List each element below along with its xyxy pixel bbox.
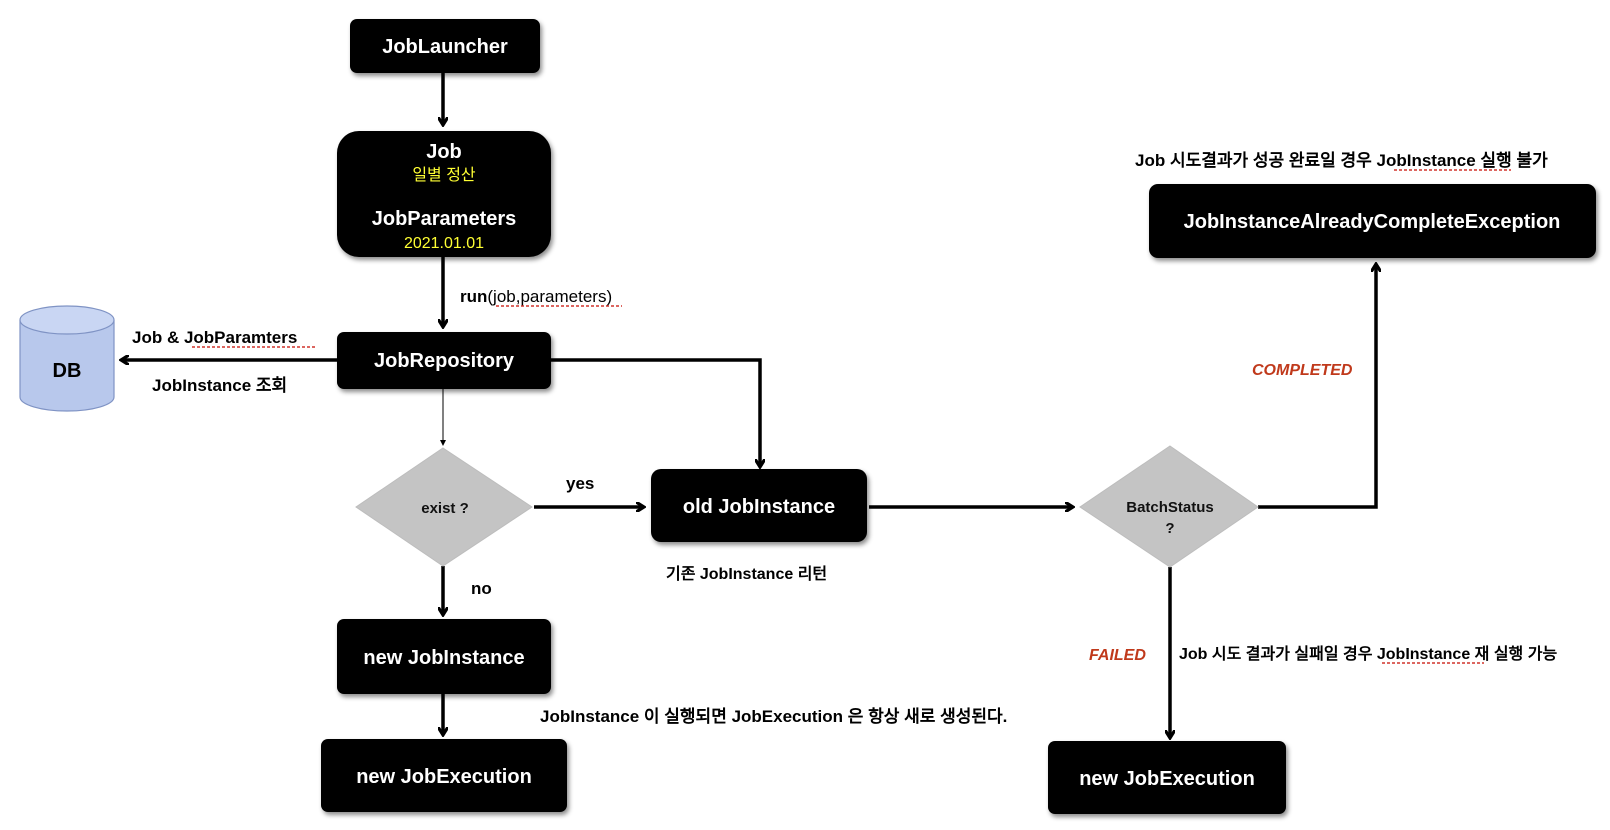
batch-status-label-line2: ?: [1165, 520, 1174, 537]
run-label-args: (job,parameters): [487, 287, 612, 306]
db-label: DB: [53, 360, 82, 382]
old-job-instance-label: old JobInstance: [683, 496, 835, 518]
job-launcher-label: JobLauncher: [382, 36, 508, 58]
node-new-job-execution-right: new JobExecution: [1048, 741, 1286, 814]
node-job-repository: JobRepository: [337, 332, 551, 389]
exist-decision-label: exist ?: [421, 500, 469, 517]
node-job: Job 일별 정산 JobParameters 2021.01.01: [337, 131, 551, 257]
db-query-label-top: Job & JobParamters: [132, 328, 297, 347]
batch-status-label-line1: BatchStatus: [1126, 499, 1214, 516]
decision-batch-status: BatchStatus ?: [1079, 445, 1259, 568]
decision-exist: exist ?: [355, 447, 533, 567]
job-subtitle: 일별 정산: [412, 166, 476, 184]
completed-status-label: COMPLETED: [1252, 362, 1353, 379]
edge-status-completed: [1258, 265, 1376, 509]
db-cylinder: DB: [19, 305, 115, 412]
node-old-job-instance: old JobInstance: [651, 469, 867, 542]
always-new-execution-label: JobInstance 이 실행되면 JobExecution 은 항상 새로 …: [540, 706, 1007, 726]
node-new-job-instance: new JobInstance: [337, 619, 551, 694]
job-title: Job: [426, 141, 462, 163]
new-job-execution-right-label: new JobExecution: [1079, 768, 1255, 790]
job-repository-label: JobRepository: [374, 350, 515, 372]
node-new-job-execution-left: new JobExecution: [321, 739, 567, 812]
job-parameters-title: JobParameters: [372, 208, 517, 230]
already-complete-exception-label: JobInstanceAlreadyCompleteException: [1184, 211, 1561, 233]
return-existing-label: 기존 JobInstance 리턴: [666, 565, 827, 583]
failed-status-label: FAILED: [1089, 647, 1146, 664]
node-already-complete-exception: JobInstanceAlreadyCompleteException: [1149, 184, 1596, 258]
cannot-rerun-label: Job 시도결과가 성공 완료일 경우 JobInstance 실행 불가: [1135, 151, 1548, 170]
edge-repository-to-old-instance: [551, 358, 760, 466]
yes-label: yes: [566, 474, 594, 493]
new-job-execution-left-label: new JobExecution: [356, 766, 532, 788]
db-query-label-bottom: JobInstance 조회: [152, 376, 287, 395]
can-rerun-label: Job 시도 결과가 실패일 경우 JobInstance 재 실행 가능: [1179, 644, 1557, 663]
job-parameters-value: 2021.01.01: [404, 235, 484, 252]
node-job-launcher: JobLauncher: [350, 19, 540, 73]
run-label-prefix: run: [460, 287, 487, 306]
new-job-instance-label: new JobInstance: [363, 647, 524, 669]
run-label: run(job,parameters): [460, 287, 612, 306]
edges: [122, 73, 1376, 737]
no-label: no: [471, 579, 492, 598]
